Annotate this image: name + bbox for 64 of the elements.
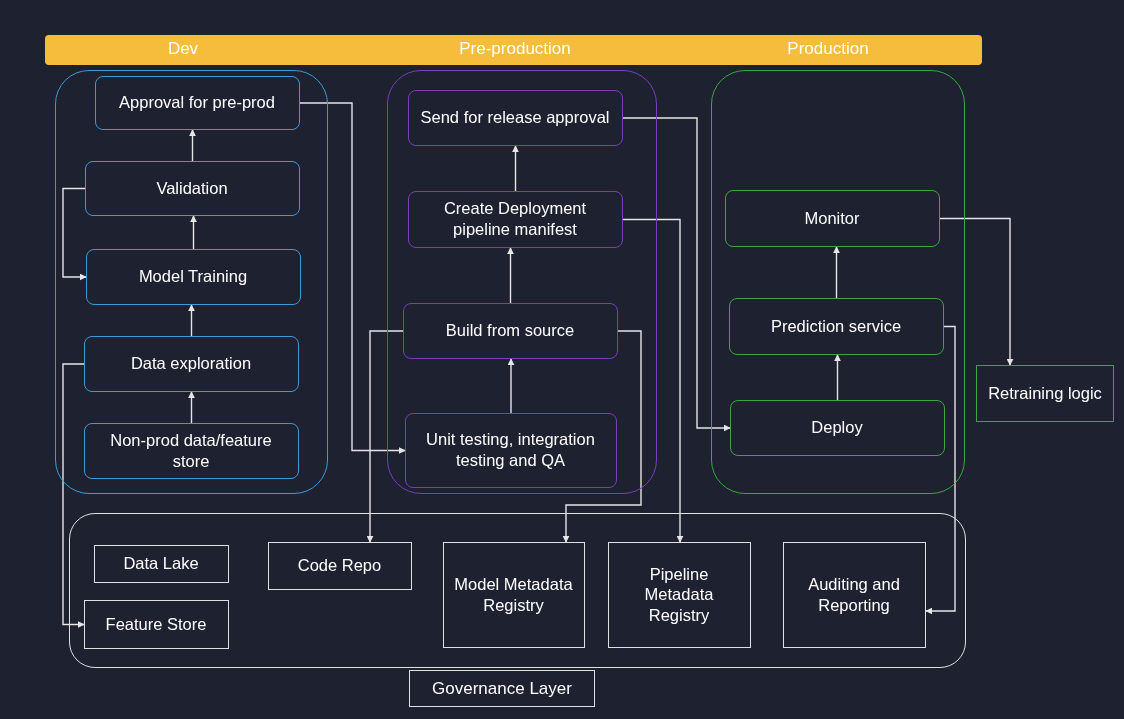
process-box	[402, 302, 618, 359]
box-label: Validation	[155, 177, 229, 199]
box-label: Auditing and Reporting	[807, 573, 901, 616]
stage-title: Pre-production	[459, 39, 571, 59]
arrow	[507, 358, 515, 414]
arrow	[833, 246, 840, 299]
arrow	[299, 102, 406, 454]
arrow	[189, 129, 196, 162]
box-label: Code Repo	[296, 555, 383, 576]
store-box	[442, 541, 585, 648]
process-box	[728, 297, 944, 355]
box-label: Deploy	[810, 417, 864, 438]
process-box	[94, 75, 300, 130]
arrow	[834, 354, 841, 401]
process-box	[729, 399, 945, 456]
arrow	[190, 215, 197, 250]
store-box	[93, 544, 229, 583]
arrow	[512, 145, 519, 192]
store-box	[83, 599, 229, 649]
arrow	[62, 187, 87, 281]
arrow	[925, 325, 956, 615]
layer-label: Governance Layer	[409, 670, 595, 707]
stage-title: Dev	[167, 39, 199, 59]
process-box	[84, 160, 300, 216]
box-label: Data exploration	[129, 353, 253, 374]
process-box	[976, 365, 1114, 422]
stage-title: Production	[787, 39, 869, 59]
process-box	[724, 189, 940, 247]
process-box	[85, 248, 301, 305]
box-label: Create Deployment pipeline manifest	[442, 198, 588, 240]
arrow	[188, 304, 195, 337]
stage-header-bar	[45, 35, 982, 65]
stage-container	[711, 70, 965, 494]
store-box	[607, 541, 751, 648]
box-label: Unit testing, integration testing and QA	[425, 429, 596, 471]
box-label: Model Metadata Registry	[453, 573, 574, 616]
box-label: Non-prod data/feature store	[109, 429, 273, 472]
process-box	[404, 412, 617, 488]
box-label: Model Training	[137, 266, 249, 287]
box-label: Build from source	[444, 320, 576, 341]
box-label: Prediction service	[769, 315, 903, 337]
stage-container	[387, 70, 657, 494]
process-box	[83, 422, 299, 479]
arrow	[366, 330, 404, 543]
box-label: Send for release approval	[419, 107, 611, 128]
process-box	[407, 89, 623, 146]
arrow	[562, 330, 642, 543]
box-label: Retraining logic	[987, 383, 1103, 404]
arrow	[622, 117, 731, 432]
arrow	[507, 247, 514, 304]
box-label: Feature Store	[104, 613, 208, 635]
arrow	[188, 391, 195, 424]
store-box	[267, 541, 412, 590]
arrow	[622, 218, 684, 543]
arrow	[939, 217, 1014, 366]
stage-container	[55, 70, 328, 494]
box-label: Monitor	[803, 207, 861, 229]
process-box	[407, 190, 623, 248]
box-label: Approval for pre-prod	[118, 92, 276, 113]
box-label: Pipeline Metadata Registry	[643, 563, 715, 626]
process-box	[83, 335, 299, 392]
store-box	[782, 541, 926, 648]
box-label: Data Lake	[122, 553, 200, 574]
arrow	[62, 363, 85, 628]
